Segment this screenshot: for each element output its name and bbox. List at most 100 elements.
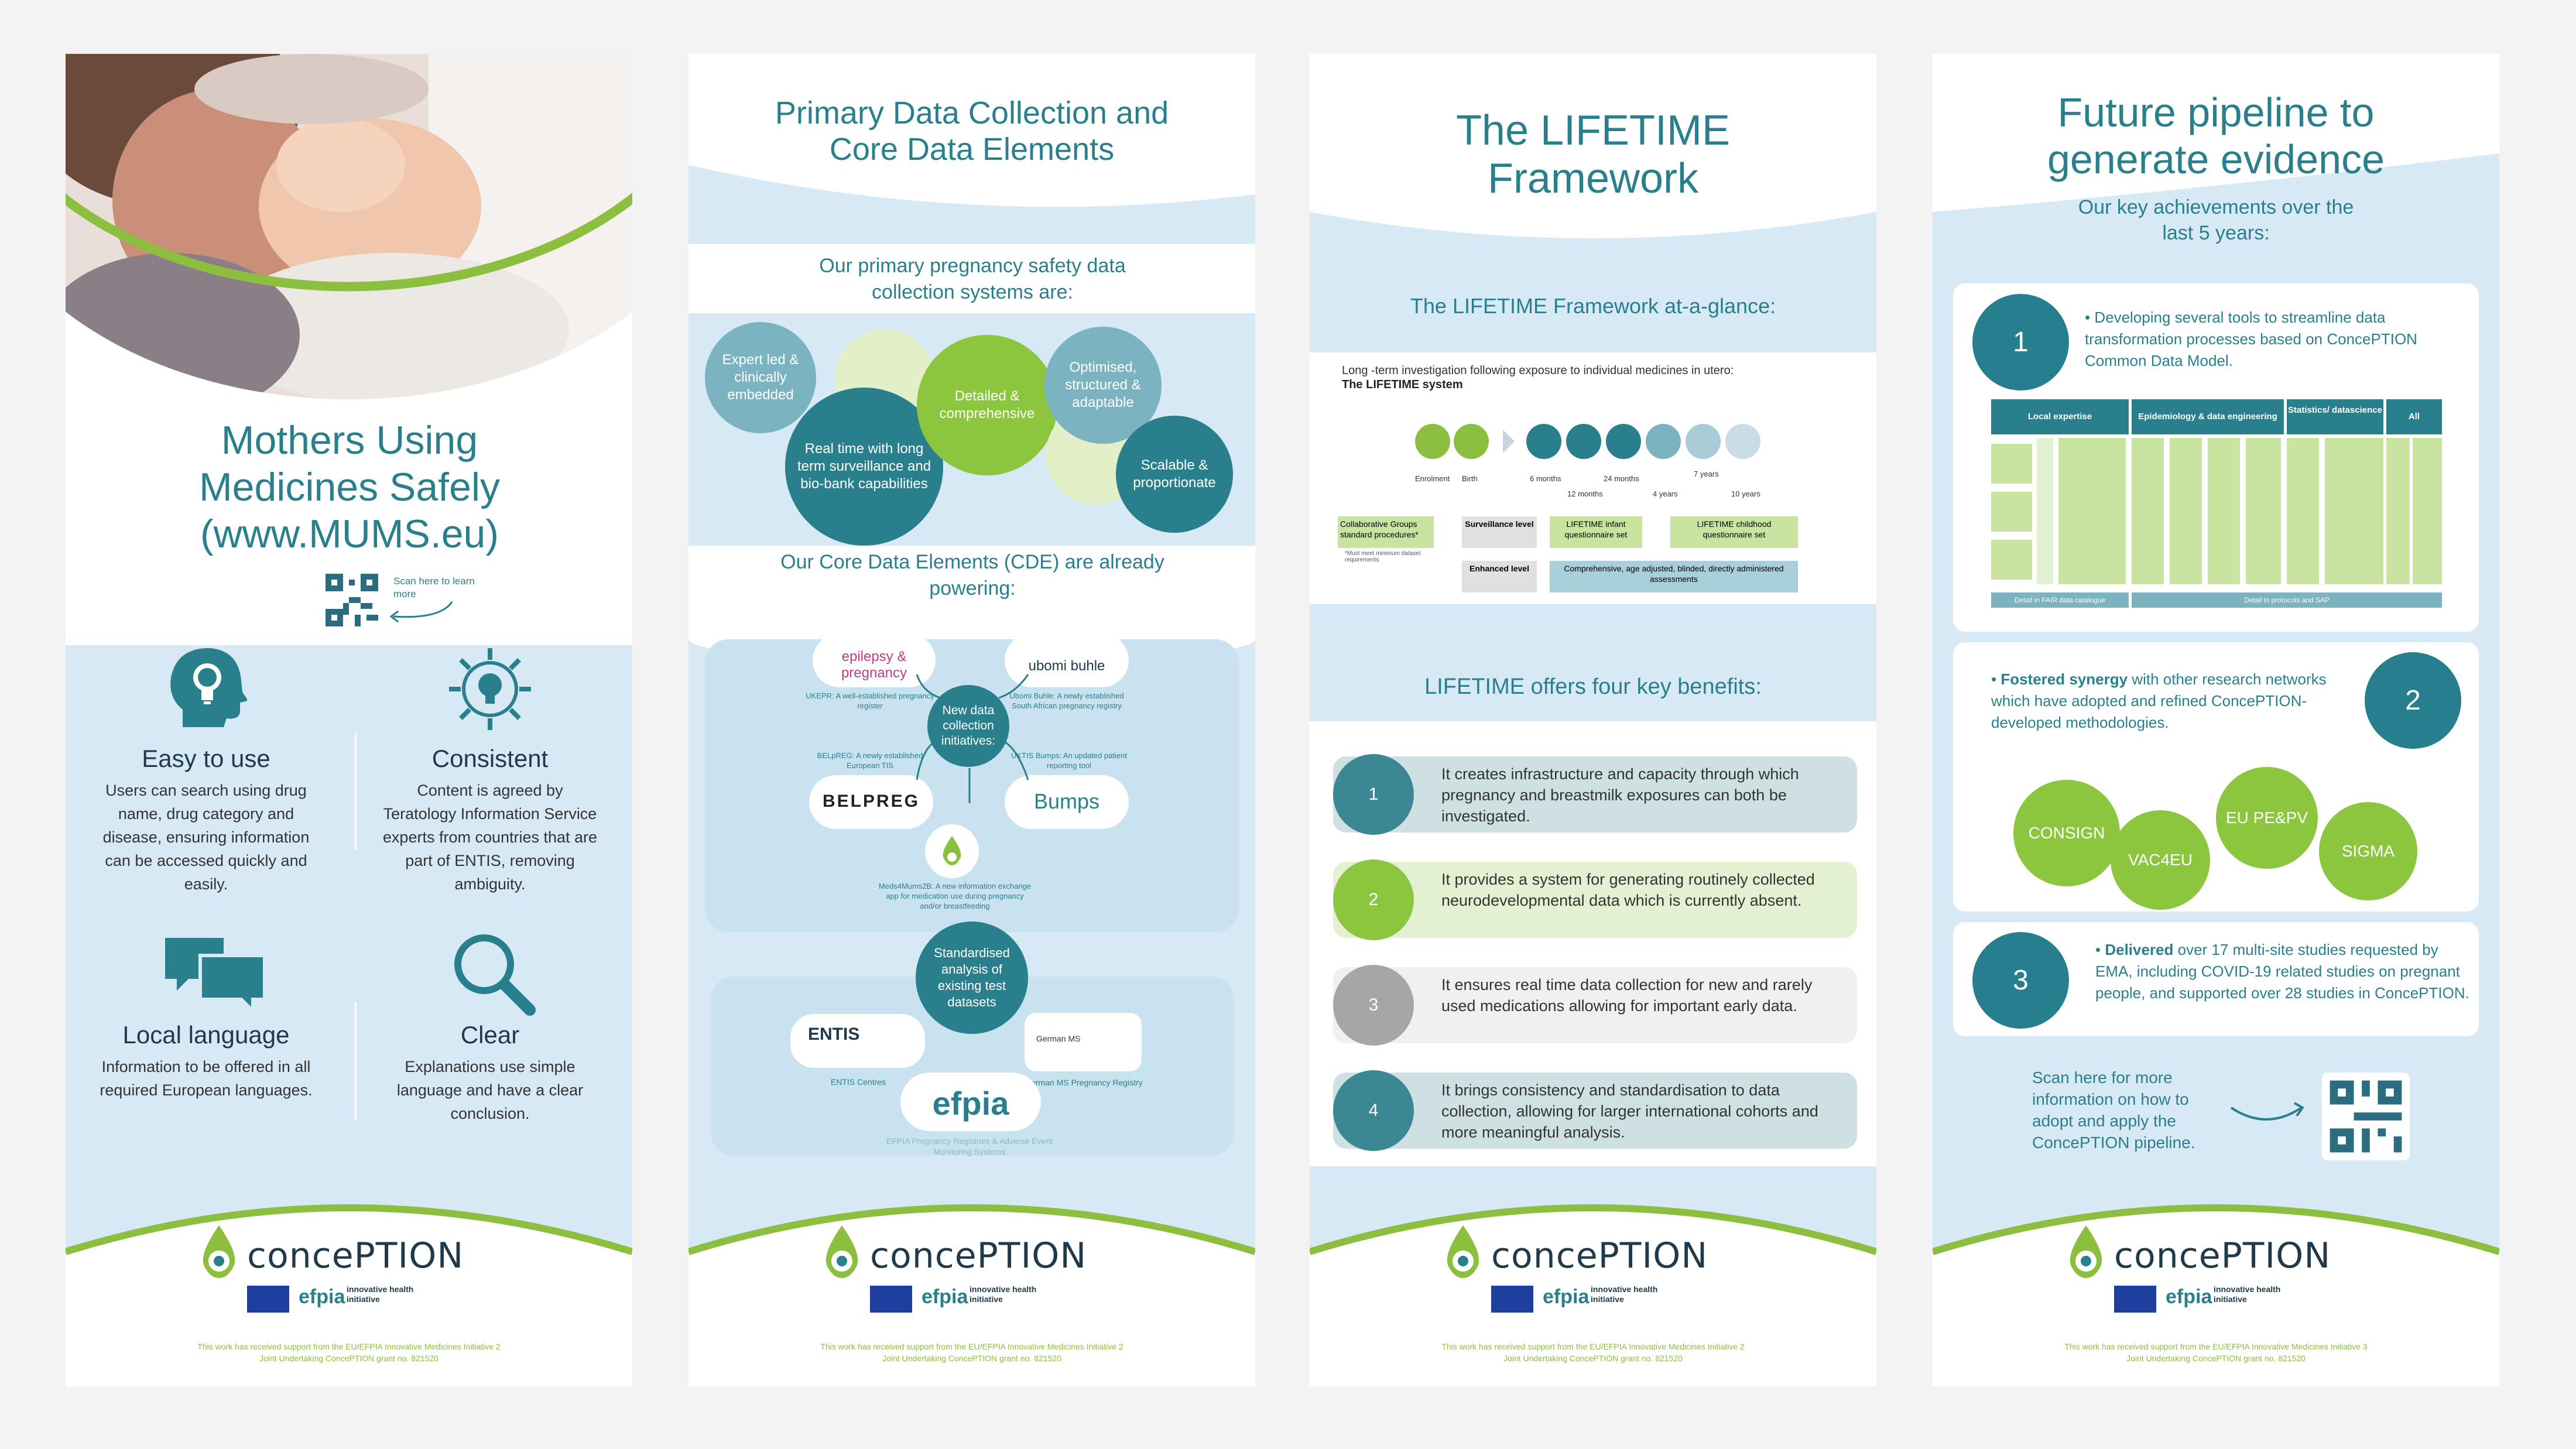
- bullet: •: [2085, 309, 2095, 326]
- logo-bumps: Bumps: [1005, 775, 1129, 829]
- eu-flag-icon: [247, 1286, 289, 1313]
- support-note: This work has received support from the …: [820, 1342, 1123, 1351]
- banner-primary-data: Primary Data Collection and Core Data El…: [688, 54, 1255, 1386]
- bullet: •: [2095, 941, 2105, 958]
- benefit-2: 2 It provides a system for generating ro…: [1333, 859, 1857, 940]
- tl-10y: 10 years: [1731, 489, 1760, 498]
- ihi-logo: innovative health initiative: [2214, 1284, 2281, 1304]
- conception-logo-icon: [203, 1225, 235, 1278]
- flow-header: Statistics/ datascience: [2287, 399, 2383, 434]
- achievement-body: over 17 multi-site studies requested by …: [2095, 941, 2469, 1002]
- caption-efpia: EFPIA Pregnancy Registries & Adverse Eve…: [886, 1136, 1053, 1156]
- photo-header: [66, 54, 632, 645]
- section-subtitle: The LIFETIME Framework at-a-glance:: [1410, 294, 1776, 318]
- qr-code[interactable]: [326, 574, 378, 626]
- support-note: This work has received support from the …: [197, 1342, 501, 1351]
- divider: [355, 733, 357, 850]
- benefit-text: It ensures real time data collection for…: [1441, 976, 1813, 1015]
- brand-name: concePTION: [1491, 1235, 1708, 1276]
- eu-flag-icon: [870, 1286, 912, 1313]
- network-eupepv: EU PE&PV: [2216, 767, 2318, 869]
- bubble-expert-led: Expert led & clinically embedded: [705, 322, 816, 433]
- arrow-icon: [2230, 1102, 2304, 1121]
- achievement-num: 3: [1972, 932, 2069, 1029]
- benefit-num: 4: [1333, 1070, 1414, 1151]
- bullet: •: [1991, 670, 2001, 688]
- footer: concePTION efpia innovative health initi…: [688, 1187, 1255, 1386]
- divider: [355, 1002, 357, 1119]
- box-comprehensive: Comprehensive, age adjusted, blinded, di…: [1550, 561, 1798, 592]
- achievement-text: • Developing several tools to streamline…: [2085, 307, 2459, 372]
- bulb-gear-icon: [449, 648, 531, 730]
- arrow-icon: [389, 601, 453, 623]
- meds4mums-icon: [943, 836, 961, 865]
- brand-name: concePTION: [870, 1235, 1087, 1276]
- banner-subtitle: Our key achievements over the last 5 yea…: [2078, 196, 2354, 244]
- tl-6m: 6 months: [1530, 474, 1561, 483]
- logo-entis: ENTIS: [790, 1014, 925, 1068]
- feature-text-clear: Explanations use simple language and hav…: [396, 1058, 584, 1122]
- feature-title-easy: Easy to use: [142, 745, 270, 772]
- achievement-text: • Fostered synergy with other research n…: [1991, 669, 2348, 734]
- qr-code[interactable]: [2322, 1073, 2410, 1160]
- caption-meds4mums: Meds4Mums2B: A new information exchange …: [878, 882, 1032, 910]
- tl-7y: 7 years: [1694, 470, 1719, 478]
- grant-note: Joint Undertaking ConcePTION grant no. 8…: [882, 1354, 1061, 1363]
- diagram-line2: The LIFETIME system: [1342, 378, 1463, 391]
- logo-epilepsy: epilepsy & pregnancy: [813, 633, 936, 687]
- feature-text-local: Information to be offered in all require…: [100, 1058, 313, 1099]
- grant-note: Joint Undertaking ConcePTION grant no. 8…: [2126, 1354, 2306, 1363]
- feature-title-consistent: Consistent: [431, 745, 549, 772]
- diagram-line1: Long -term investigation following expos…: [1342, 364, 1734, 377]
- box-infant: LIFETIME infant questionnaire set: [1550, 516, 1642, 548]
- benefit-3: 3 It ensures real time data collection f…: [1333, 965, 1857, 1046]
- chat-bubbles-icon: [165, 938, 266, 1014]
- tl-4y: 4 years: [1653, 489, 1678, 498]
- logo-belpreg: BELPREG: [809, 775, 933, 829]
- section-subtitle: LIFETIME offers four key benefits:: [1424, 674, 1762, 699]
- network-sigma: SIGMA: [2319, 802, 2417, 900]
- ihi-logo: innovative health initiative: [970, 1284, 1037, 1304]
- tl-12m: 12 months: [1567, 489, 1603, 498]
- head-bulb-icon: [170, 648, 247, 727]
- achievement-bold: Fostered synergy: [2000, 670, 2128, 688]
- logo-meds4mums: [925, 824, 979, 878]
- logo-efpia: efpia: [900, 1073, 1041, 1131]
- feature-title-local: Local language: [122, 1021, 290, 1049]
- achievement-body: with other research networks which have …: [1991, 670, 2327, 731]
- timeline-icons: [1415, 424, 1760, 459]
- caption-bumps: UKTIS Bumps: An updated patient reportin…: [1010, 751, 1127, 770]
- bubble-optimised: Optimised, structured & adaptable: [1044, 327, 1162, 444]
- caption-belpreg: BELpREG: A newly established European TI…: [817, 751, 923, 770]
- brand-name: concePTION: [247, 1235, 464, 1276]
- brand-name: concePTION: [2114, 1235, 2331, 1276]
- feature-text-consistent: Content is agreed by Teratology Informat…: [382, 782, 598, 893]
- banner-title: Future pipeline to generate evidence: [2047, 90, 2385, 182]
- efpia-logo: efpia: [2166, 1286, 2212, 1308]
- box-collab: Collaborative Groups standard procedures…: [1338, 516, 1434, 548]
- flow-bottom: Detail in FAIR data catalogue: [1991, 592, 2129, 608]
- box-surveillance: Surveillance level: [1462, 516, 1537, 548]
- section-subtitle: Our primary pregnancy safety data collec…: [819, 255, 1126, 303]
- benefit-num: 1: [1333, 754, 1414, 835]
- tl-birth: Birth: [1462, 474, 1478, 483]
- efpia-logo: efpia: [922, 1286, 968, 1308]
- grant-note: Joint Undertaking ConcePTION grant no. 8…: [259, 1354, 439, 1363]
- flow-steps: [1991, 438, 2442, 584]
- banner-title: Primary Data Collection and Core Data El…: [775, 95, 1169, 167]
- eu-flag-icon: [2114, 1286, 2156, 1313]
- flow-bottom: Detail in protocols and SAP: [2132, 592, 2442, 608]
- flow-diagram: Local expertise Epidemiology & data engi…: [1991, 399, 2442, 610]
- grant-note: Joint Undertaking ConcePTION grant no. 8…: [1503, 1354, 1683, 1363]
- benefit-num: 3: [1333, 965, 1414, 1046]
- benefit-text: It creates infrastructure and capacity t…: [1441, 765, 1799, 825]
- achievement-num: 2: [2365, 652, 2461, 749]
- box-childhood: LIFETIME childhood questionnaire set: [1670, 516, 1798, 548]
- scan-text: Scan here to learn more: [393, 576, 475, 600]
- conception-logo-icon: [1447, 1225, 1479, 1278]
- hub-arrows: [916, 674, 1029, 803]
- banner-mums: Mothers Using Medicines Safely (www.MUMS…: [66, 54, 632, 1386]
- achievement-num: 1: [1972, 294, 2069, 390]
- caption-ubomi: Ubomi Buhle: A newly established South A…: [1009, 691, 1124, 710]
- flow-header: Local expertise: [1991, 399, 2129, 434]
